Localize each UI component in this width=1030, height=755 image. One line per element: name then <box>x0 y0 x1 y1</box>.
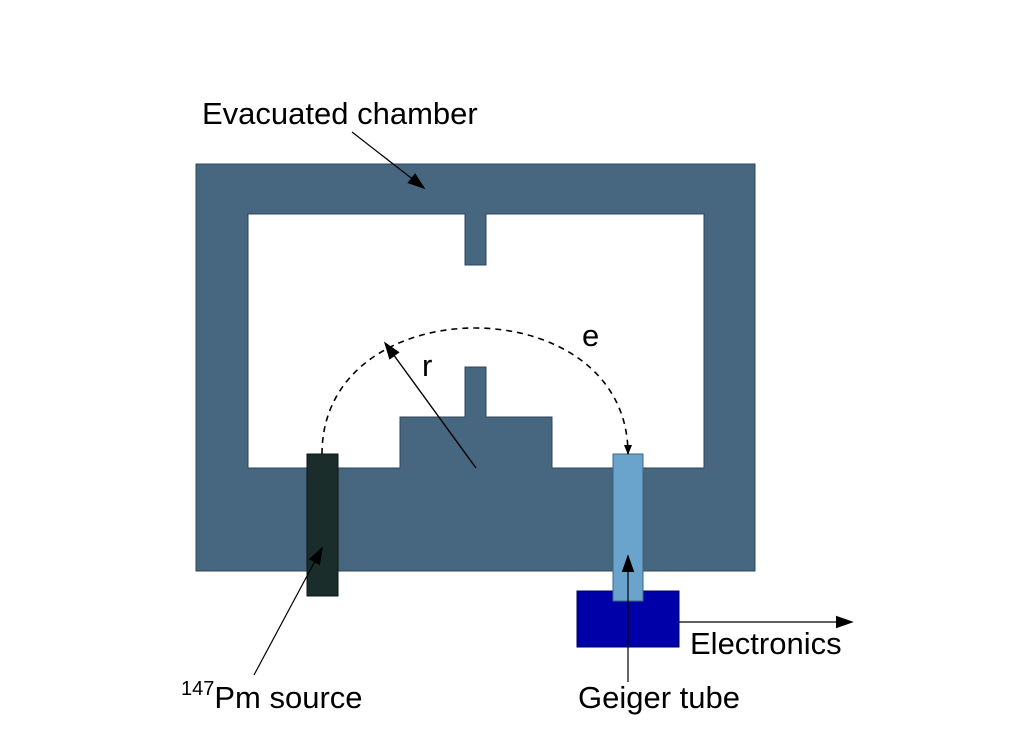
electron-label: e <box>582 318 599 353</box>
geiger-label: Geiger tube <box>578 680 740 715</box>
evacuated-chamber <box>195 163 756 572</box>
chamber-pointer-arrow <box>351 131 426 190</box>
electron-trajectory <box>321 327 632 455</box>
source-label: 147Pm source <box>181 678 363 715</box>
radius-arrow <box>383 341 477 469</box>
pm-source <box>306 453 339 597</box>
chamber-label: Evacuated chamber <box>202 96 478 131</box>
source-pointer-arrow <box>253 546 323 676</box>
source-mass-number: 147 <box>181 678 214 700</box>
source-name: Pm source <box>214 680 362 715</box>
electronics-label: Electronics <box>690 626 842 661</box>
radius-label: r <box>422 348 432 383</box>
